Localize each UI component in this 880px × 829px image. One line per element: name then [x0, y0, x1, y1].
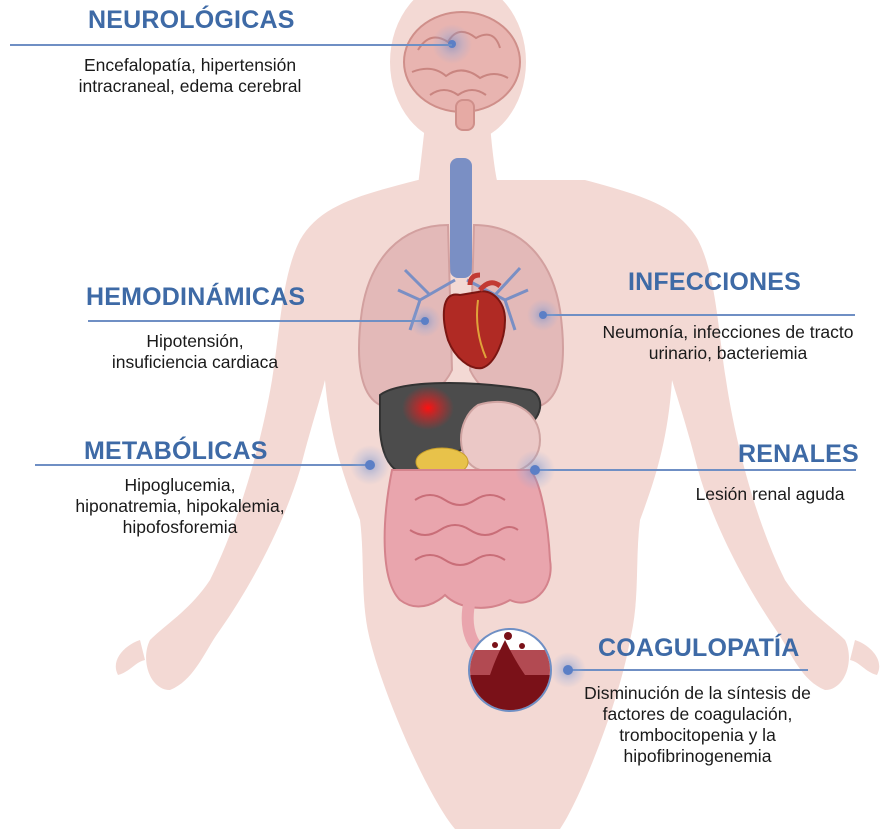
metabolicas-line-2: hiponatremia, hipokalemia,: [50, 496, 310, 517]
neurologicas-title: NEUROLÓGICAS: [88, 6, 295, 35]
coagulopatia-description: Disminución de la síntesis de factores d…: [565, 683, 830, 767]
neurologicas-description: Encefalopatía, hipertensión intracraneal…: [40, 55, 340, 97]
trachea-icon: [450, 158, 472, 278]
hemodinamicas-description: Hipotensión, insuficiencia cardiaca: [90, 331, 300, 373]
metabolicas-line-1: Hipoglucemia,: [50, 475, 310, 496]
infecciones-line-1: Neumonía, infecciones de tracto: [583, 322, 873, 343]
renales-title: RENALES: [738, 440, 859, 469]
renales-description: Lesión renal aguda: [680, 484, 860, 505]
coagulopatia-line-1: Disminución de la síntesis de: [565, 683, 830, 704]
neurologicas-line-1: Encefalopatía, hipertensión: [40, 55, 340, 76]
metabolicas-title: METABÓLICAS: [84, 437, 268, 466]
hemodinamicas-title: HEMODINÁMICAS: [86, 283, 305, 312]
coagulopatia-line-3: trombocitopenia y la: [565, 725, 830, 746]
neurologicas-line-2: intracraneal, edema cerebral: [40, 76, 340, 97]
infecciones-title: INFECCIONES: [628, 268, 801, 297]
metabolicas-line-3: hipofosforemia: [50, 517, 310, 538]
metabolicas-description: Hipoglucemia, hiponatremia, hipokalemia,…: [50, 475, 310, 538]
infecciones-line-2: urinario, bacteriemia: [583, 343, 873, 364]
coagulopatia-line-4: hipofibrinogenemia: [565, 746, 830, 767]
infecciones-description: Neumonía, infecciones de tracto urinario…: [583, 322, 873, 364]
coagulopatia-line-2: factores de coagulación,: [565, 704, 830, 725]
coagulopatia-title: COAGULOPATÍA: [598, 634, 799, 663]
hemodinamicas-line-2: insuficiencia cardiaca: [90, 352, 300, 373]
hemodinamicas-line-1: Hipotensión,: [90, 331, 300, 352]
renales-line-1: Lesión renal aguda: [680, 484, 860, 505]
